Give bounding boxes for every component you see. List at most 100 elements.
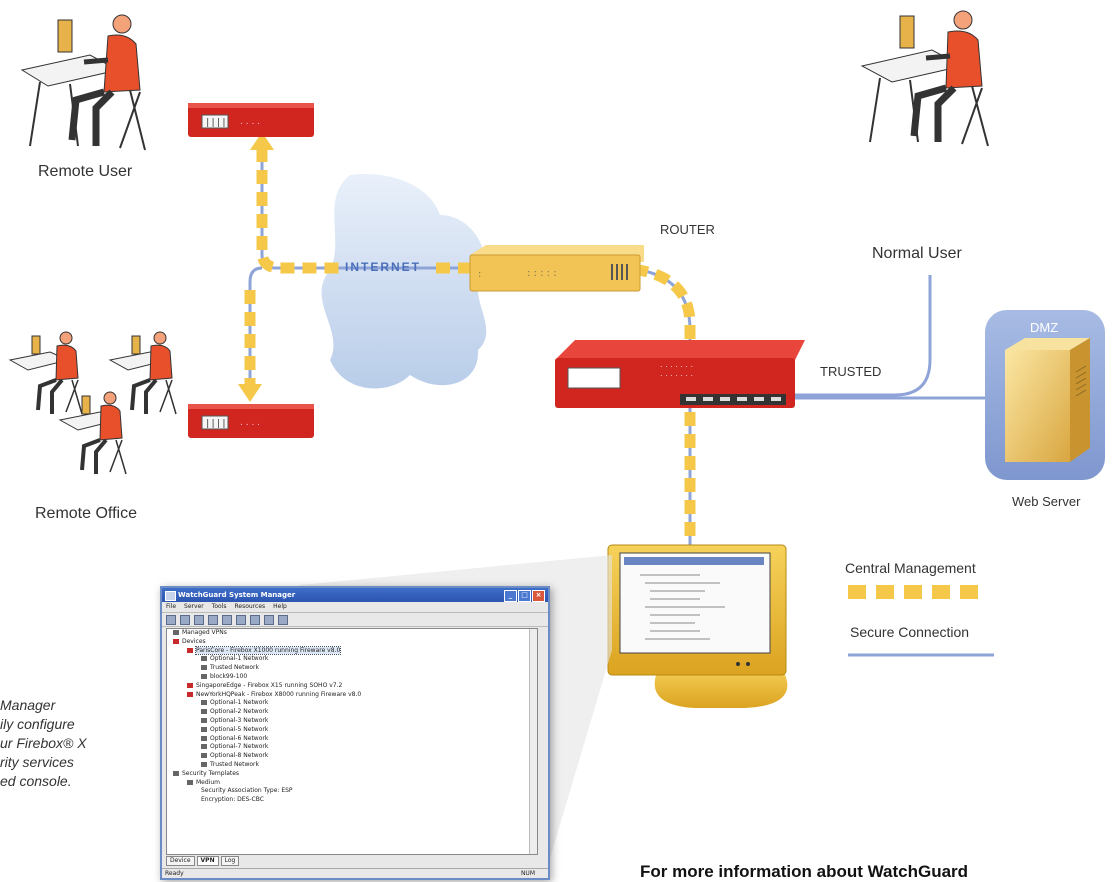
network-icon xyxy=(201,761,207,767)
remote-office-firebox: |||| . . . . xyxy=(188,404,314,438)
caption-line: ily configure xyxy=(0,716,75,732)
firebox-icon xyxy=(187,691,193,697)
tree-row-label: Optional-8 Network xyxy=(210,752,269,760)
router-device: : : : : : : xyxy=(469,245,644,292)
network-icon xyxy=(173,630,179,635)
firebox-icon xyxy=(173,638,179,644)
tree-row-label: Optional-7 Network xyxy=(210,743,269,751)
tree-row[interactable]: Optional-1 Network xyxy=(167,655,537,664)
toolbar-tunnel-icon[interactable] xyxy=(250,614,260,625)
tree-row[interactable]: Optional-1 Network xyxy=(167,699,537,708)
tree-row-label: ParisCore - Firebox X1000 running Firewa… xyxy=(194,645,342,655)
tree-row[interactable]: ParisCore - Firebox X1000 running Firewa… xyxy=(167,645,537,656)
tree-row-label: Medium xyxy=(196,778,220,786)
status-num: NUM xyxy=(520,870,535,877)
svg-text:. . . .: . . . . xyxy=(240,418,260,428)
label-trusted: TRUSTED xyxy=(820,364,882,379)
tree-row[interactable]: Optional-3 Network xyxy=(167,717,537,726)
tree-row[interactable]: Medium xyxy=(167,779,537,788)
menu-tools[interactable]: Tools xyxy=(211,603,227,610)
toolbar-delete-icon[interactable] xyxy=(222,614,232,625)
tab-log[interactable]: Log xyxy=(220,856,240,866)
menu-help[interactable]: Help xyxy=(273,603,287,610)
tree-row-label: Optional-1 Network xyxy=(210,655,269,663)
toolbar-connect-icon[interactable] xyxy=(166,614,176,625)
tab-vpn[interactable]: VPN xyxy=(196,856,219,866)
label-normal-user: Normal User xyxy=(872,245,962,262)
tree-row[interactable]: Managed VPNs xyxy=(167,629,537,638)
caption-line: Manager xyxy=(0,697,56,713)
tree-row-label: Optional-6 Network xyxy=(210,734,269,742)
tree-row[interactable]: Devices xyxy=(167,638,537,647)
footer-text: For more information about WatchGuard xyxy=(640,862,969,881)
network-icon xyxy=(201,700,207,706)
tree-row-label: Encryption: DES-CBC xyxy=(201,796,264,804)
status-bar: Ready NUM xyxy=(162,868,548,878)
tree-row[interactable]: Optional-2 Network xyxy=(167,708,537,717)
tree-row-label: Security Templates xyxy=(182,769,240,777)
tree-row[interactable]: Security Templates xyxy=(167,770,537,779)
tab-device[interactable]: Device xyxy=(166,856,195,866)
tree-row-label: SingaporeEdge - Firebox X15 running SOHO… xyxy=(196,681,343,689)
toolbar-refresh-icon[interactable] xyxy=(194,614,204,625)
menu-server[interactable]: Server xyxy=(184,603,204,610)
tree-row[interactable]: Optional-5 Network xyxy=(167,726,537,735)
central-management-paths xyxy=(244,148,696,540)
svg-text:. . . .: . . . . xyxy=(240,117,260,127)
arrowheads xyxy=(238,132,274,402)
menu-resources[interactable]: Resources xyxy=(234,603,266,610)
app-icon xyxy=(165,591,176,601)
remote-office-figure-3 xyxy=(58,391,127,475)
toolbar xyxy=(162,613,548,627)
tree-row-label: Optional-3 Network xyxy=(210,716,269,724)
tree-row-label: Trusted Network xyxy=(210,664,259,672)
network-icon xyxy=(201,744,207,750)
main-firebox: . . . . . . . . . . . . . . xyxy=(555,340,805,408)
toolbar-policy-icon[interactable] xyxy=(236,614,246,625)
tree-row[interactable]: Optional-7 Network xyxy=(167,743,537,752)
toolbar-add-icon[interactable] xyxy=(208,614,218,625)
window-titlebar: WatchGuard System Manager _ □ × xyxy=(162,588,548,602)
firebox-icon xyxy=(187,647,193,653)
caption-line: ur Firebox® X xyxy=(0,735,87,751)
tree-row-label: Optional-5 Network xyxy=(210,725,269,733)
tree-row[interactable]: Optional-8 Network xyxy=(167,752,537,761)
label-dmz: DMZ xyxy=(1030,320,1059,335)
svg-text:. . . . . . .: . . . . . . . xyxy=(660,369,693,378)
tree-row[interactable]: Security Association Type: ESP xyxy=(167,787,537,796)
firebox-icon xyxy=(187,682,193,688)
tree-row[interactable]: block99-100 xyxy=(167,673,537,682)
toolbar-disconnect-icon[interactable] xyxy=(180,614,190,625)
tree-row[interactable]: Encryption: DES-CBC xyxy=(167,796,537,805)
remote-user-firebox: |||| . . . . xyxy=(188,103,314,137)
tree-scrollbar[interactable] xyxy=(529,629,537,854)
network-icon xyxy=(201,717,207,723)
toolbar-settings-icon[interactable] xyxy=(264,614,274,625)
tree-row[interactable]: Trusted Network xyxy=(167,664,537,673)
svg-text:||||: |||| xyxy=(205,419,227,429)
svg-text:. . . . . . .: . . . . . . . xyxy=(660,360,693,369)
toolbar-help-icon[interactable] xyxy=(278,614,288,625)
close-icon[interactable]: × xyxy=(532,590,545,602)
network-icon xyxy=(201,735,207,741)
remote-office-figure-1 xyxy=(8,331,83,415)
svg-text::: : xyxy=(478,269,481,280)
tree-row-label: Trusted Network xyxy=(210,760,259,768)
web-server-icon xyxy=(1005,338,1090,462)
tree-row[interactable]: SingaporeEdge - Firebox X15 running SOHO… xyxy=(167,682,537,691)
window-controls: _ □ × xyxy=(504,590,545,602)
tree-row[interactable]: NewYorkHQPeak - Firebox X8000 running Fi… xyxy=(167,691,537,700)
network-icon xyxy=(201,709,207,715)
system-manager-window: WatchGuard System Manager _ □ × File Ser… xyxy=(160,586,550,880)
network-icon xyxy=(173,770,179,776)
tree-row-label: Devices xyxy=(182,637,206,645)
maximize-icon[interactable]: □ xyxy=(518,590,531,602)
menu-file[interactable]: File xyxy=(166,603,177,610)
tree-row[interactable]: Trusted Network xyxy=(167,761,537,770)
window-title: WatchGuard System Manager xyxy=(178,591,296,599)
tree-row[interactable]: Optional-6 Network xyxy=(167,735,537,744)
minimize-icon[interactable]: _ xyxy=(504,590,517,602)
caption-line: rity services xyxy=(0,754,74,770)
label-router: ROUTER xyxy=(660,222,715,237)
